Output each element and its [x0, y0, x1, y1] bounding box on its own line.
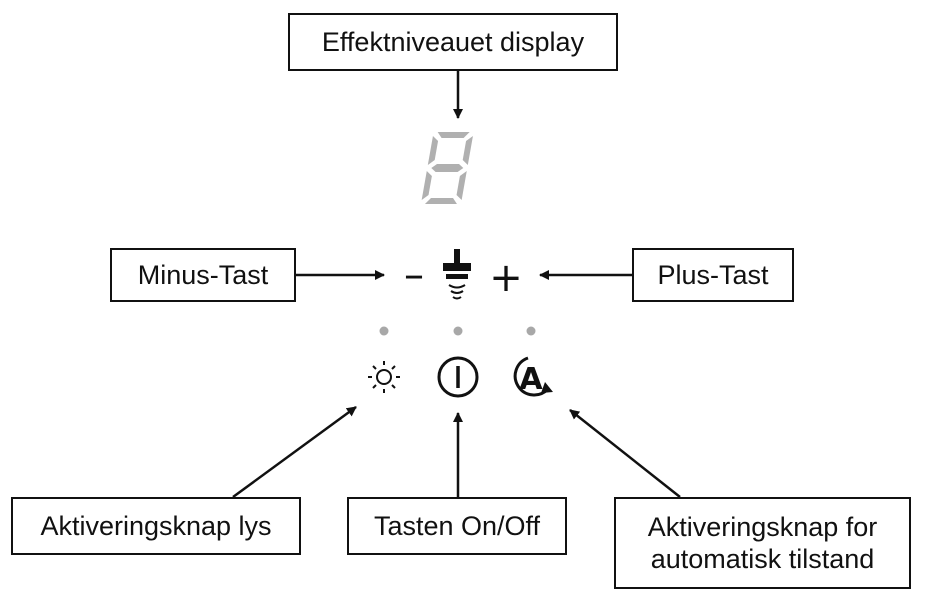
indicator-auto	[526, 326, 536, 336]
label-light-button: Aktiveringsknap lys	[11, 497, 301, 555]
label-auto-button-line1: Aktiveringsknap for	[647, 512, 878, 542]
indicator-power	[453, 326, 463, 336]
label-plus-key-text: Plus-Tast	[657, 260, 769, 290]
label-auto-button: Aktiveringsknap for automatisk tilstand	[614, 497, 911, 589]
auto-letter: A	[519, 362, 543, 397]
label-onoff-button: Tasten On/Off	[347, 497, 567, 555]
sun-icon[interactable]	[368, 361, 400, 393]
power-icon[interactable]	[437, 356, 479, 398]
arrow-to-light	[232, 405, 357, 499]
plus-symbol[interactable]: +	[489, 255, 523, 301]
label-onoff-button-text: Tasten On/Off	[373, 511, 541, 541]
label-effekt-display: Effektniveauet display	[288, 13, 618, 71]
seven-segment-digit	[421, 132, 473, 204]
fan-icon	[443, 249, 471, 300]
label-minus-key: Minus-Tast	[110, 248, 296, 302]
indicator-light	[379, 326, 389, 336]
label-auto-button-line2: automatisk tilstand	[650, 544, 875, 574]
label-light-button-text: Aktiveringsknap lys	[40, 511, 272, 541]
minus-symbol[interactable]: –	[404, 252, 424, 298]
label-minus-key-text: Minus-Tast	[137, 260, 269, 290]
label-plus-key: Plus-Tast	[632, 248, 794, 302]
auto-a-icon[interactable]: A	[513, 356, 553, 397]
label-effekt-display-text: Effektniveauet display	[321, 27, 585, 57]
arrow-to-auto	[569, 409, 681, 498]
